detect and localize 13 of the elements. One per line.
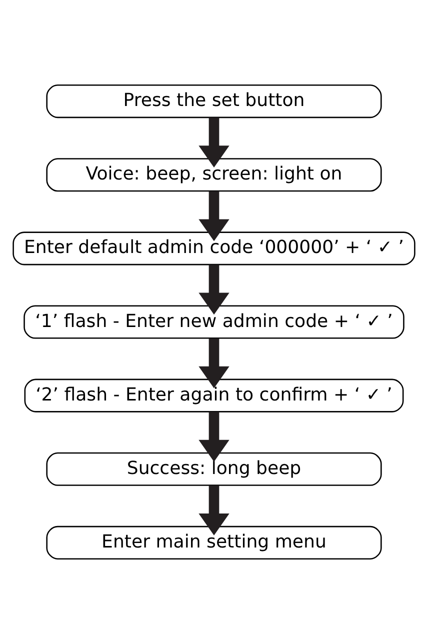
arrow bbox=[198, 118, 230, 168]
arrow bbox=[198, 412, 230, 462]
arrow bbox=[198, 191, 230, 242]
arrow bbox=[198, 338, 230, 388]
node-box: ‘1’ flash - Enter new admin code + ‘ ✓ ’ bbox=[24, 305, 404, 339]
node-box: Enter default admin code ‘000000’ + ‘ ✓ ’ bbox=[12, 232, 416, 266]
node-box: Voice: beep, screen: light on bbox=[46, 158, 382, 192]
node-box: Press the set button bbox=[46, 84, 382, 118]
node-box: ‘2’ flash - Enter again to confirm + ‘ ✓ ’ bbox=[24, 378, 404, 412]
arrow bbox=[198, 264, 230, 315]
arrow bbox=[198, 485, 230, 536]
node-box: Success: long beep bbox=[46, 452, 382, 486]
node-box: Enter main setting menu bbox=[46, 526, 382, 560]
